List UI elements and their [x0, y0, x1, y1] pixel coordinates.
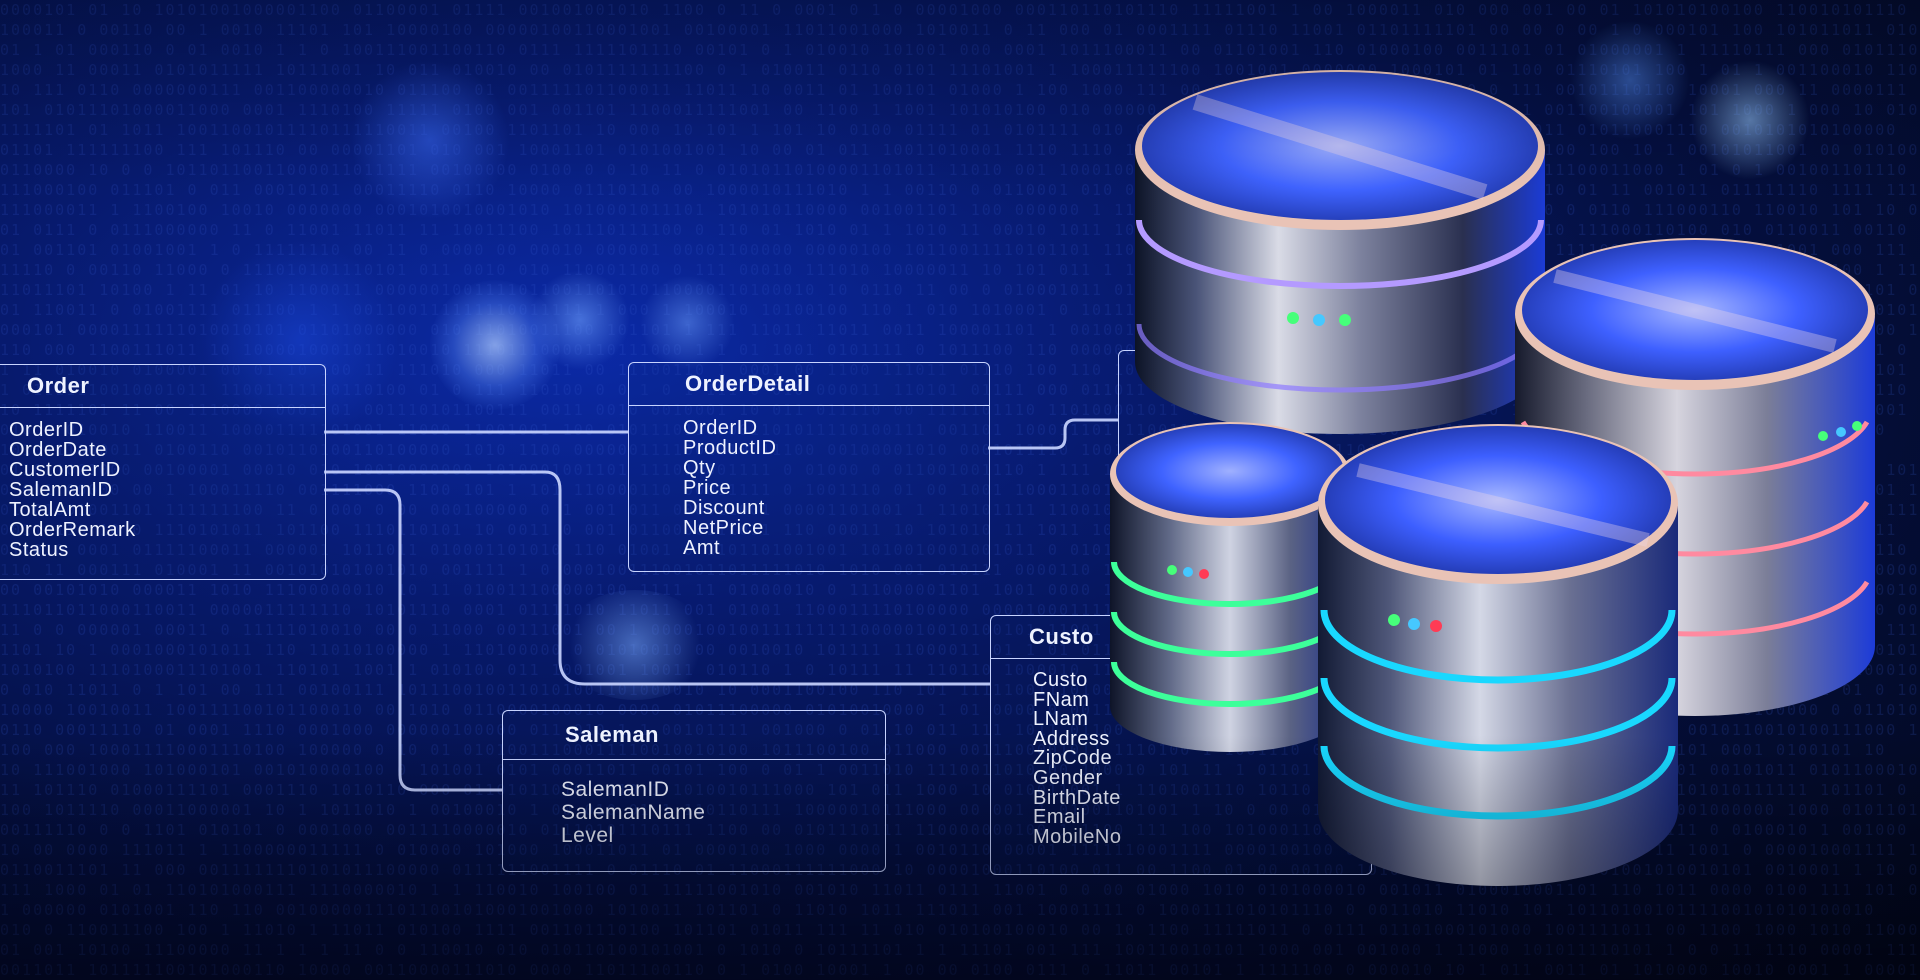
link-orderdetail-edge [988, 418, 1118, 450]
table-saleman-title: Saleman [503, 711, 885, 760]
table-saleman: Saleman SalemanID SalemanName Level [502, 710, 886, 872]
database-icon [1318, 424, 1678, 886]
field-item: NetPrice [683, 517, 764, 539]
field-item: Level [561, 824, 614, 847]
field-item: OrderDate [9, 439, 107, 461]
field-item: Status [9, 539, 69, 561]
database-cylinder-front [1318, 410, 1688, 910]
table-orderdetail-title: OrderDetail [629, 363, 989, 406]
field-item: SalemanName [561, 801, 706, 824]
field-item: OrderID [683, 417, 758, 439]
field-item: OrderRemark [9, 519, 136, 541]
table-order-fields: OrderID OrderDate CustomerID SalemanID T… [0, 408, 325, 560]
table-orderdetail-fields: OrderID ProductID Qty Price Discount Net… [629, 406, 989, 558]
field-item: Price [683, 477, 732, 499]
table-saleman-fields: SalemanID SalemanName Level [503, 760, 885, 847]
database-icon [1110, 422, 1350, 752]
table-order: Order OrderID OrderDate CustomerID Salem… [0, 364, 326, 580]
field-item: TotalAmt [9, 499, 91, 521]
field-item: CustomerID [9, 459, 121, 481]
field-item: Amt [683, 537, 721, 559]
database-cylinder-top [1135, 62, 1555, 442]
table-orderdetail: OrderDetail OrderID ProductID Qty Price … [628, 362, 990, 572]
link-order-saleman [324, 488, 502, 792]
table-order-title: Order [0, 365, 325, 408]
field-item: ProductID [683, 437, 777, 459]
database-icon [1135, 70, 1545, 434]
field-item: Qty [683, 457, 716, 479]
field-item: SalemanID [9, 479, 113, 501]
database-cylinder-small [1110, 414, 1350, 774]
field-item: SalemanID [561, 778, 670, 801]
field-item: OrderID [9, 419, 84, 441]
field-item: Discount [683, 497, 765, 519]
